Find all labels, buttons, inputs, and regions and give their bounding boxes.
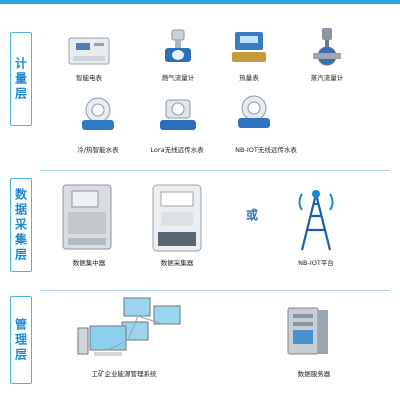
top-accent-bar	[0, 0, 400, 4]
nbiot-platform-label: NB-IOT平台	[298, 259, 334, 267]
management-layer-label: 管理层	[10, 296, 32, 384]
smart-meter-label: 智能电表	[76, 74, 102, 82]
energy-management-system-label: 工矿企业能源管理系统	[91, 370, 157, 378]
heat-meter-label: 热量表	[239, 74, 259, 82]
server-icon	[287, 307, 328, 355]
data-concentrator-icon	[62, 184, 112, 250]
nbiot-water-meter-icon	[238, 95, 270, 128]
heat-meter-icon	[232, 32, 266, 62]
management-layer-text: 管理层	[13, 317, 28, 363]
gas-flowmeter-icon	[165, 29, 191, 62]
metering-layer-text: 计量层	[13, 56, 28, 102]
gas-flowmeter-label: 燃气流量计	[161, 74, 195, 82]
data-concentrator-label: 数据集中器	[72, 259, 106, 267]
collection-layer-label: 数据采集层	[10, 178, 32, 272]
or-label: 或	[246, 208, 259, 222]
steam-flowmeter-label: 蒸汽流量计	[310, 74, 344, 82]
data-collector-label: 数据采集器	[160, 259, 194, 267]
data-server-label: 数据服务器	[297, 370, 331, 378]
smart-meter-icon	[68, 37, 110, 65]
collection-layer-text: 数据采集层	[13, 187, 28, 263]
steam-flowmeter-icon	[313, 28, 341, 66]
divider-metering-collection	[40, 170, 390, 171]
lora-water-meter-label: Lora无线远传水表	[150, 146, 204, 154]
signal-tower-icon	[298, 190, 334, 251]
water-meter-icon	[82, 97, 114, 130]
data-collector-icon	[152, 184, 202, 252]
lora-water-meter-icon	[160, 99, 196, 130]
water-meter-label: 冷/热智能水表	[77, 146, 119, 154]
nbiot-water-meter-label: NB-IOT无线远传水表	[235, 146, 297, 154]
metering-layer-label: 计量层	[10, 32, 32, 126]
computer-network-icon	[77, 297, 181, 356]
divider-collection-management	[40, 290, 390, 291]
